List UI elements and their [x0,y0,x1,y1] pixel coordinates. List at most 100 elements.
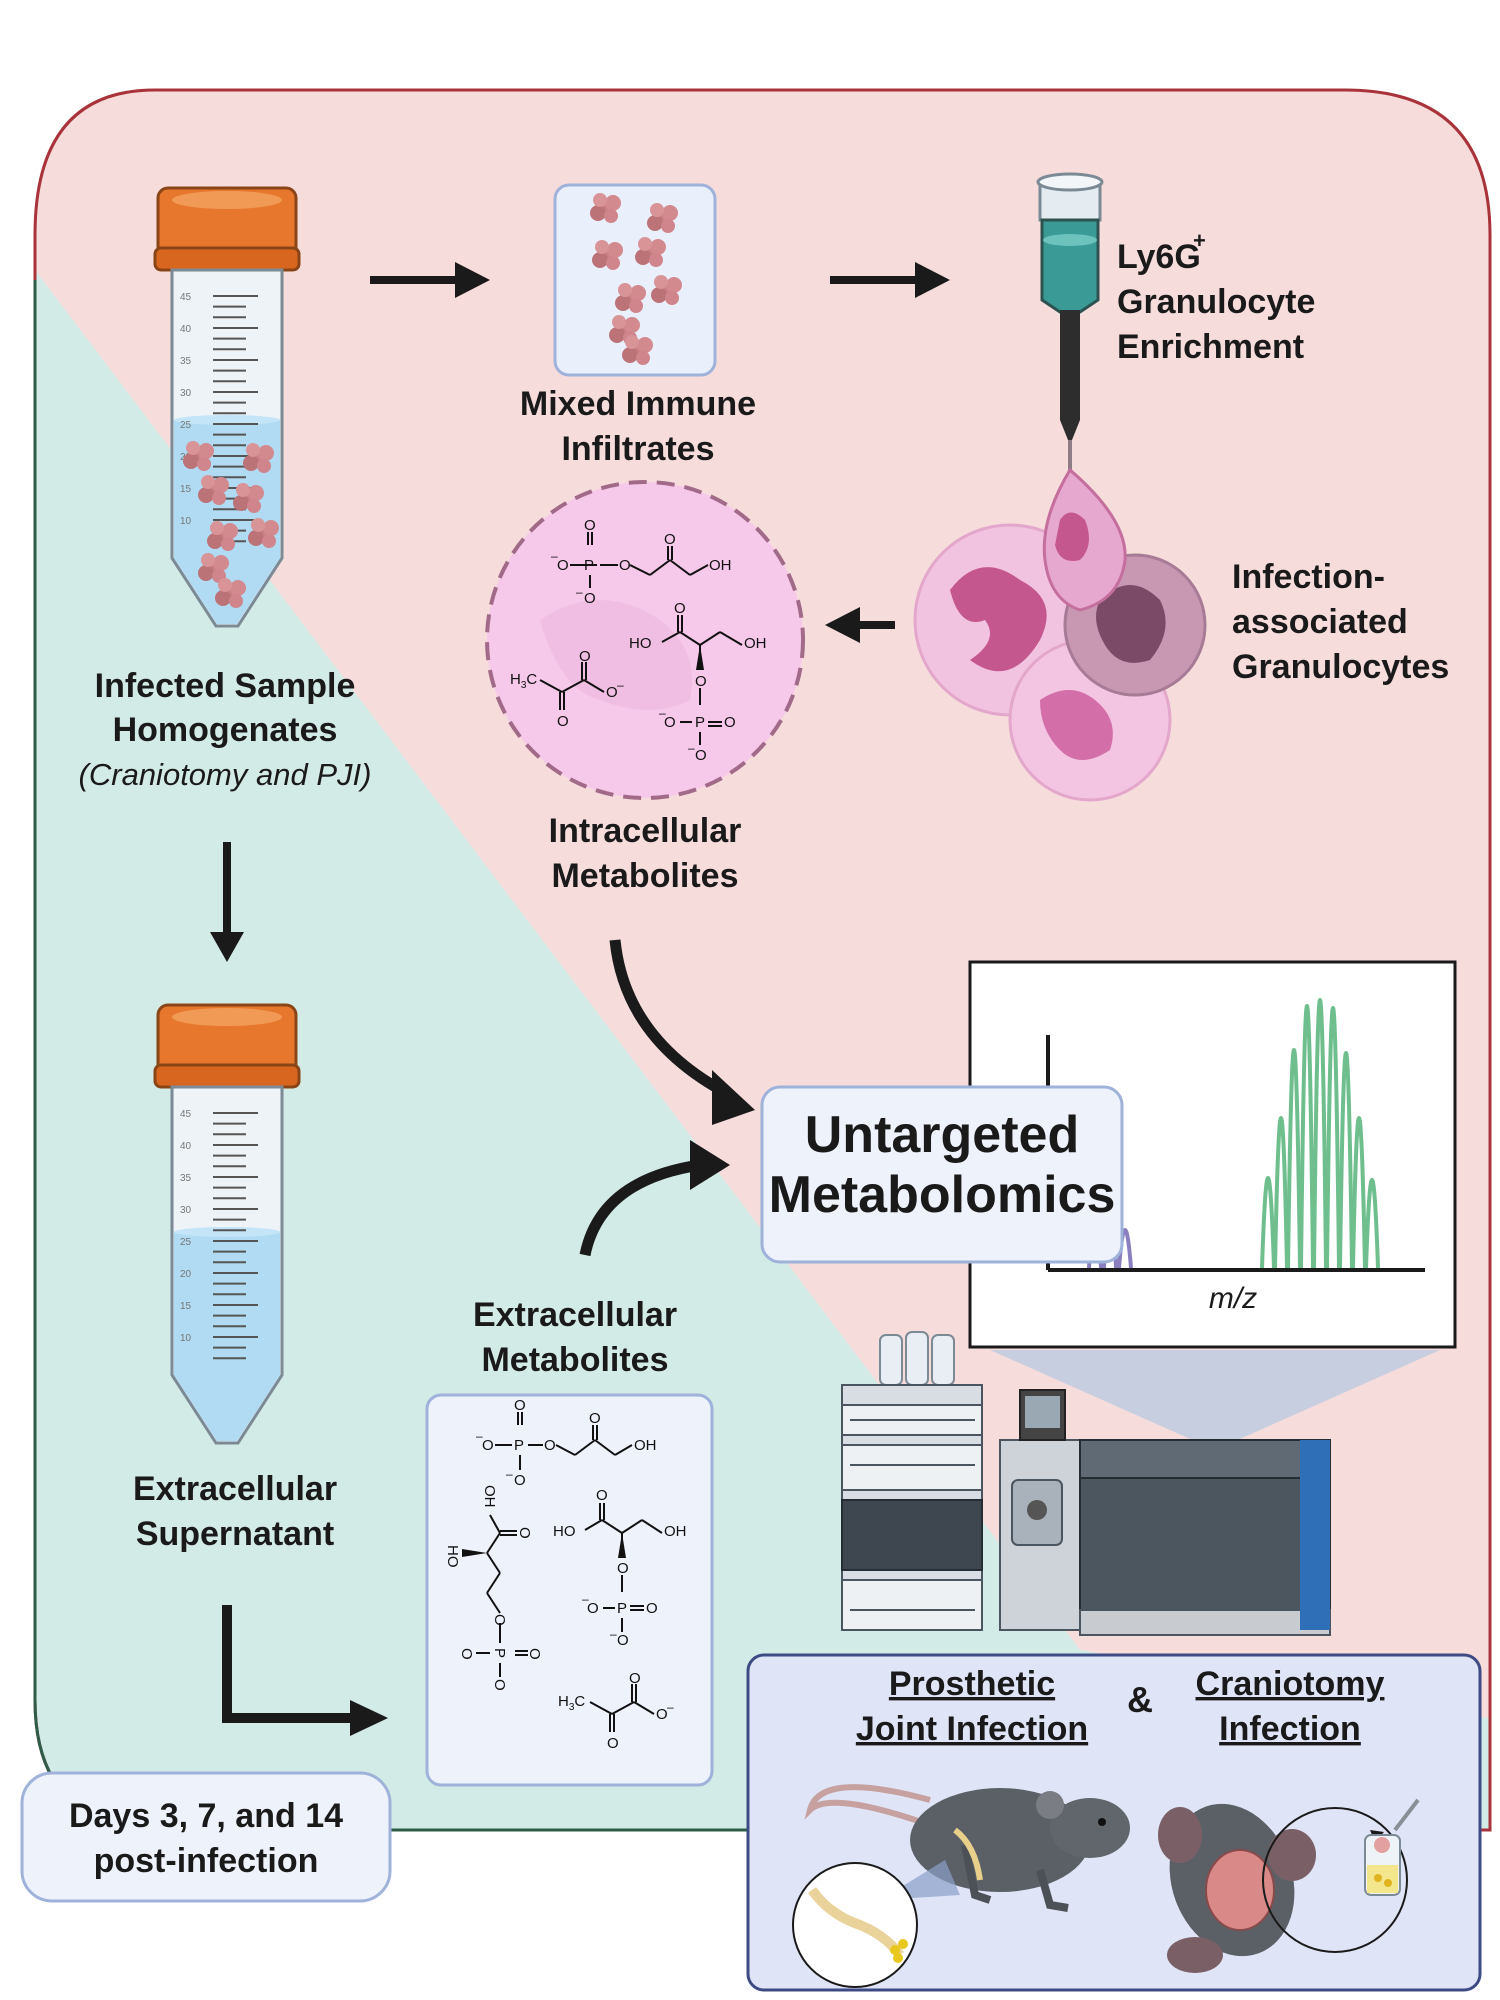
graduation-number: 10 [180,516,192,527]
chem-o-11: O [557,713,569,730]
chem-minus-1: – [551,549,558,563]
metabolomics-box [760,1085,1124,1264]
chem-wedge [696,645,704,670]
chem-p-2: P [695,714,705,731]
intracellular-structures: O – P O O – O O OH HO O OH O O – P O O [510,517,767,764]
ex-minus-3: – [582,1592,589,1606]
chem-p-1: P [584,557,594,574]
ex-ho-2: HO [444,1545,461,1568]
homogenates-label-2: Homogenates [113,711,338,749]
granulocytes-label-3: Granulocytes [1232,648,1449,686]
teal-wedge [35,270,1490,1830]
graduation-number: 40 [180,1141,192,1152]
chem-minus-2: – [576,585,583,599]
ex-o-6: O [596,1487,608,1504]
extracellular-label-2: Metabolites [481,1341,668,1379]
spectrum-peak [1351,1115,1367,1269]
chem-structure-3 [539,662,605,710]
chem-o-6: O [674,600,686,617]
graduation-number: 20 [180,1269,192,1280]
ex-o-17: O [629,1670,641,1687]
elbow-arrow [222,1605,388,1736]
ex-o-2: O [514,1397,526,1414]
ex-o-4: O [544,1437,556,1454]
graduation-number: 10 [180,1333,192,1344]
lc-ms-instrument [841,1331,1331,1636]
chem-o-9: O [724,714,736,731]
ex-o-11: O [516,1527,533,1539]
graduation-number: 15 [180,484,192,495]
metabolomics-label-2: Metabolomics [769,1166,1116,1224]
extracellular-box [425,1393,714,1787]
spectrum-xlabel: m/z [1209,1282,1257,1315]
ex-o-3: O [514,1472,526,1489]
chem-o-10: O [695,747,707,764]
cranio-label-1: Craniotomy [1196,1665,1385,1703]
cranio-label-2: Infection [1219,1710,1361,1748]
ex-oh-2: OH [664,1523,687,1540]
spectrum-peak [1325,1005,1341,1269]
spectrum-peak [1338,1050,1354,1269]
metabolomics-label-1: Untargeted [805,1106,1079,1164]
enrichment-label-sup: + [1193,228,1206,253]
graduation-number: 15 [180,1301,192,1312]
chem-o-8: O [664,714,676,731]
ex-o-12: O [491,1614,508,1626]
supernatant-label-2: Supernatant [136,1515,334,1553]
curved-arrow-1 [609,939,755,1125]
ex-o-7: O [617,1560,629,1577]
spectrum-peak [1286,1047,1302,1269]
ex-minus-1: – [476,1429,483,1443]
homogenates-label-3: (Craniotomy and PJI) [79,757,372,792]
ex-ho-1: HO [553,1523,576,1540]
curved-arrow-2 [579,1140,730,1257]
spectrum-peak [1364,1177,1380,1269]
ex-minus-4: – [610,1627,617,1641]
supernatant-label-1: Extracellular [133,1470,337,1508]
graduation-number: 25 [180,1237,192,1248]
graduation-number: 45 [180,292,192,303]
arrow-down-1 [210,842,244,962]
pji-label-1: Prosthetic [889,1665,1055,1703]
chem-o-4: O [619,557,631,574]
intracellular-label-2: Metabolites [551,857,738,895]
chem-o-2: O [584,517,596,534]
ex-p-1: P [514,1437,524,1454]
chem-h3c-1: H3C [510,671,537,691]
mouse-pji-icon [792,1784,1130,1988]
ex-minus-5: – [667,1700,674,1714]
extracellular-structures: O – P O O – O O OH HO O OH O O – P O O [444,1397,687,1752]
chem-o-13: O [606,684,618,701]
graduation-number: 30 [180,1205,192,1216]
spectrum-peak [1299,1003,1315,1269]
ex-o-9: O [646,1600,658,1617]
arrow-left-1 [825,607,895,643]
arrow-right-2 [830,262,950,298]
intracellular-cell [485,480,805,800]
homogenates-label-1: Infected Sample [95,667,356,705]
ex-oh-3: OH [481,1485,498,1508]
ex-o-1: O [482,1437,494,1454]
ex-o-5: O [589,1410,601,1427]
ex-o-13: O [526,1648,543,1660]
chem-oh-1: OH [709,557,732,574]
ex-o-18: O [656,1706,668,1723]
enrichment-label-1: Ly6G [1117,238,1201,276]
graduation-number: 30 [180,388,192,399]
spectrum-peak [1312,997,1328,1269]
chem-ho-1: HO [629,635,652,652]
enrichment-label-3: Enrichment [1117,328,1304,366]
ex-o-14: O [458,1648,475,1660]
spectrum-peak [1273,1115,1289,1269]
arrow-right-1 [370,262,490,298]
granulocytes-label-1: Infection- [1232,558,1385,596]
chem-minus-3: – [659,706,666,720]
pji-label-2: Joint Infection [856,1710,1088,1748]
chem-minus-4: – [688,741,695,755]
ex-o-15: O [491,1679,508,1691]
spectrum-peak [1260,1175,1276,1269]
ex-o-10: O [617,1632,629,1649]
ex-p-3: P [491,1648,508,1658]
